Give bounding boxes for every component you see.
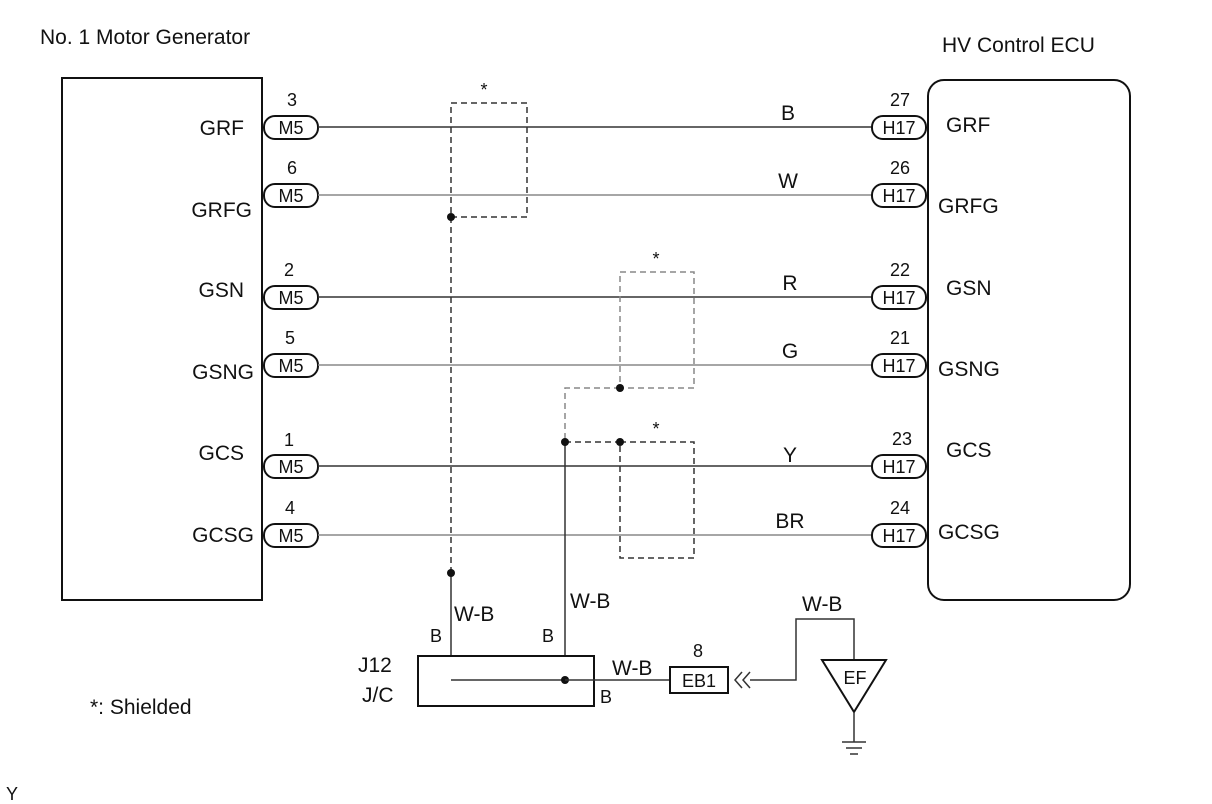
wire-color-label: G <box>782 340 798 363</box>
wire-color-label: W-B <box>454 603 494 626</box>
connector-chevron-icon <box>734 671 743 689</box>
right-pin-number: 24 <box>890 498 910 518</box>
right-connector <box>871 353 927 378</box>
splice-dot <box>561 438 569 446</box>
left-connector-label: M5 <box>278 356 303 376</box>
shield-outline <box>619 271 695 389</box>
shield-drain-wire <box>564 387 620 442</box>
circuit-row-gcs: GCS 1 M5 Y 23 H17 GCS <box>198 429 992 479</box>
hv-control-ecu-box <box>927 79 1131 601</box>
left-connector-label: M5 <box>278 288 303 308</box>
right-connector-label: H17 <box>882 356 915 376</box>
junction-pin-label: B <box>542 626 554 646</box>
shield-mark: * <box>652 419 659 439</box>
ground-point-label: EF <box>843 668 866 688</box>
right-connector <box>871 454 927 479</box>
shield-3: * <box>565 419 695 559</box>
right-connector <box>871 523 927 548</box>
right-component-title: HV Control ECU <box>942 34 1095 57</box>
junction-pin-label: B <box>430 626 442 646</box>
ground-connector-eb1: 8 EB1 W-B <box>669 593 855 694</box>
left-pin-number: 3 <box>287 90 297 110</box>
left-pin-number: 6 <box>287 158 297 178</box>
ground-wire <box>750 618 855 681</box>
connector-chevron-icon <box>742 671 751 689</box>
right-pin-number: 26 <box>890 158 910 178</box>
right-signal-label: GSNG <box>938 358 1000 381</box>
left-signal-label: GSNG <box>192 361 254 384</box>
left-connector-label: M5 <box>278 186 303 206</box>
circuit-row-grfg: GRFG 6 M5 W 26 H17 GRFG <box>191 158 998 222</box>
right-signal-label: GRF <box>946 114 990 137</box>
left-pin-number: 5 <box>285 328 295 348</box>
motor-generator-box <box>61 77 263 601</box>
right-connector-label: H17 <box>882 526 915 546</box>
right-signal-label: GCSG <box>938 521 1000 544</box>
ground-triangle <box>820 659 888 714</box>
circuit-row-gsng: GSNG 5 M5 G 21 H17 GSNG <box>192 328 1000 384</box>
left-pin-number: 4 <box>285 498 295 518</box>
left-signal-label: GRFG <box>191 199 252 222</box>
left-connector-label: M5 <box>278 118 303 138</box>
shield-2: * <box>564 249 695 442</box>
circuit-row-gsn: GSN 2 M5 R 22 H17 GSN <box>198 260 992 310</box>
junction-j12: J12 J/C W-B B <box>358 654 670 707</box>
right-connector-label: H17 <box>882 118 915 138</box>
wire-color-label: Y <box>783 444 797 467</box>
wire-color-label: W-B <box>570 590 610 613</box>
left-signal-label: GCS <box>198 442 244 465</box>
right-signal-label: GSN <box>946 277 992 300</box>
ground-point-ef: EF <box>820 659 888 755</box>
left-signal-label: GCSG <box>192 524 254 547</box>
splice-dot <box>616 384 624 392</box>
left-connector-label: M5 <box>278 457 303 477</box>
right-signal-label: GRFG <box>938 195 999 218</box>
left-signal-label: GRF <box>200 117 244 140</box>
left-connector-label: M5 <box>278 526 303 546</box>
junction-pin-label: B <box>600 687 612 707</box>
wire-color-label: W-B <box>612 657 652 680</box>
shield-outline <box>619 441 695 559</box>
right-connector-label: H17 <box>882 457 915 477</box>
right-pin-number: 21 <box>890 328 910 348</box>
connector-label: EB1 <box>682 671 716 691</box>
right-pin-number: 23 <box>892 429 912 449</box>
footer-mark: Y <box>6 784 18 804</box>
right-connector-label: H17 <box>882 288 915 308</box>
shield-outline <box>450 102 528 218</box>
left-pin-number: 1 <box>284 430 294 450</box>
shield-1: * <box>447 80 528 573</box>
right-connector <box>871 183 927 208</box>
connector-box <box>669 666 729 694</box>
wire-color-label: R <box>782 272 797 295</box>
splice-dot <box>616 438 624 446</box>
left-pin-number: 2 <box>284 260 294 280</box>
left-component-title: No. 1 Motor Generator <box>40 26 250 49</box>
ground-pin-number: 8 <box>693 641 703 661</box>
junction-type: J/C <box>362 684 394 707</box>
right-connector-label: H17 <box>882 186 915 206</box>
wire-color-label: W <box>778 170 798 193</box>
right-pin-number: 27 <box>890 90 910 110</box>
junction-id: J12 <box>358 654 392 677</box>
right-connector <box>871 285 927 310</box>
left-signal-label: GSN <box>198 279 244 302</box>
wire-color-label: W-B <box>802 593 842 616</box>
legend: *: Shielded <box>90 696 192 719</box>
right-connector <box>871 115 927 140</box>
shield-mark: * <box>480 80 487 100</box>
shield-mark: * <box>652 249 659 269</box>
right-signal-label: GCS <box>946 439 992 462</box>
circuit-row-grf: GRF 3 M5 B 27 H17 GRF <box>200 90 990 140</box>
right-pin-number: 22 <box>890 260 910 280</box>
wire-color-label: BR <box>775 510 804 533</box>
wire-color-label: B <box>781 102 795 125</box>
splice-dot <box>447 569 455 577</box>
splice-dot <box>447 213 455 221</box>
circuit-row-gcsg: GCSG 4 M5 BR 24 H17 GCSG <box>192 498 1000 548</box>
